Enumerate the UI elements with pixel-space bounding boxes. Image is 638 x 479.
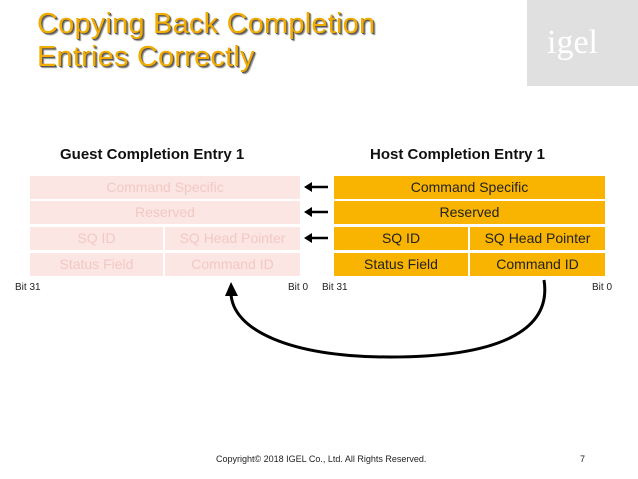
host-status-field: Status Field bbox=[334, 253, 468, 276]
host-sq-id: SQ ID bbox=[334, 227, 468, 250]
guest-bit-low: Bit 0 bbox=[288, 282, 309, 293]
guest-bit-high: Bit 31 bbox=[15, 282, 41, 293]
slide-title-line1: Copying Back Completion bbox=[37, 8, 376, 40]
guest-heading: Guest Completion Entry 1 bbox=[60, 146, 245, 163]
host-sq-head-pointer: SQ Head Pointer bbox=[470, 227, 605, 250]
guest-command-specific: Command Specific bbox=[30, 176, 300, 199]
host-command-specific: Command Specific bbox=[334, 176, 605, 199]
copyright-footer: Copyright© 2018 IGEL Co., Ltd. All Right… bbox=[216, 454, 427, 464]
left-arrow-icon bbox=[304, 207, 328, 217]
host-heading: Host Completion Entry 1 bbox=[370, 146, 546, 163]
curved-copy-arrow-icon bbox=[229, 279, 547, 359]
page-number: 7 bbox=[580, 454, 586, 464]
curved-arrow-head-icon bbox=[225, 282, 238, 296]
logo-text: igel bbox=[547, 24, 598, 61]
slide-title: Copying Back Completion Entries Correctl… bbox=[37, 8, 375, 74]
left-arrow-icon bbox=[304, 233, 328, 243]
guest-sq-head-pointer: SQ Head Pointer bbox=[165, 227, 300, 250]
guest-sq-id: SQ ID bbox=[30, 227, 163, 250]
left-arrow-icon bbox=[304, 182, 328, 192]
host-bit-high: Bit 31 bbox=[322, 282, 348, 293]
slide-title-line2: Entries Correctly bbox=[37, 41, 255, 73]
guest-status-field: Status Field bbox=[30, 253, 163, 276]
igel-logo: igel bbox=[527, 0, 638, 86]
host-bit-low: Bit 0 bbox=[592, 282, 613, 293]
guest-reserved: Reserved bbox=[30, 201, 300, 224]
host-reserved: Reserved bbox=[334, 201, 605, 224]
host-command-id: Command ID bbox=[470, 253, 605, 276]
guest-command-id: Command ID bbox=[165, 253, 300, 276]
